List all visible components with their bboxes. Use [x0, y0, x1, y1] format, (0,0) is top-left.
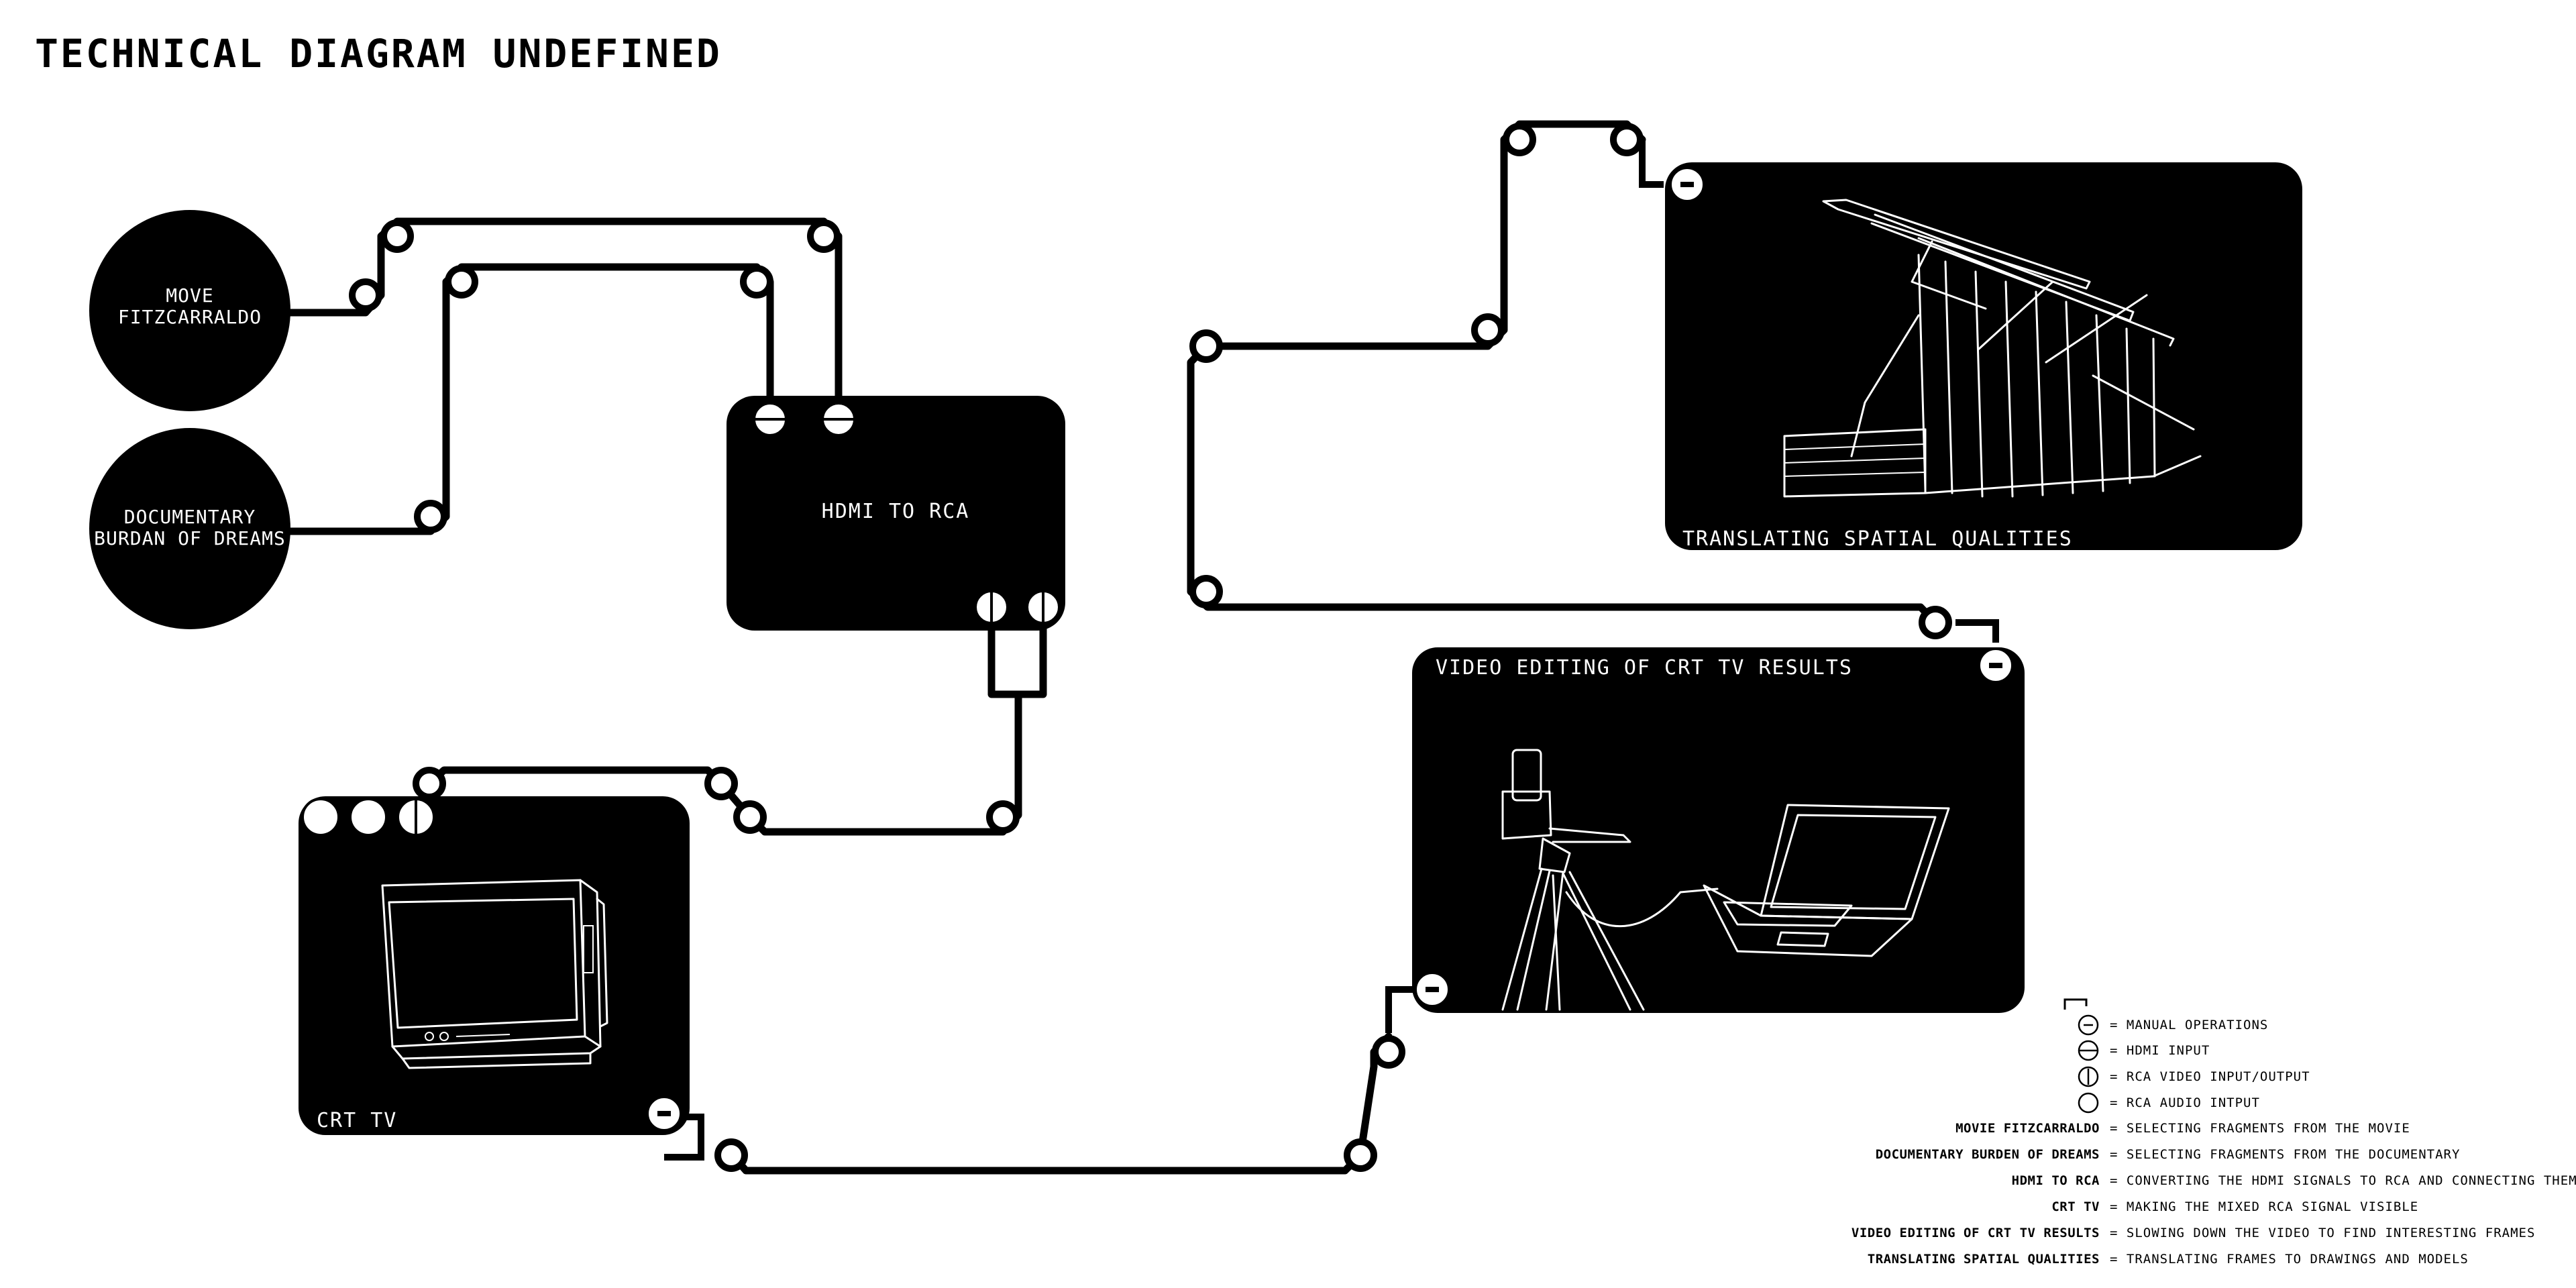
legend-key: HDMI TO RCA: [2012, 1173, 2100, 1188]
hdmi-input-icon: [821, 402, 856, 437]
wire-junction-knots: [349, 123, 1952, 1172]
rca-audio-icon: [2078, 1092, 2099, 1114]
wire-movie-to-hdmi: [284, 217, 843, 425]
legend-hdmi-text: = HDMI INPUT: [2110, 1043, 2210, 1058]
wire-crt-to-editing: [727, 1032, 1393, 1175]
node-translating-spatial-qualities: TRANSLATING SPATIAL QUALITIES: [1639, 140, 2302, 551]
svg-text:MOVE: MOVE: [166, 284, 213, 307]
legend-rca-audio-text: = RCA AUDIO INTPUT: [2110, 1095, 2260, 1110]
legend-rca-video-text: = RCA VIDEO INPUT/OUTPUT: [2110, 1069, 2310, 1084]
legend-key: DOCUMENTARY BURDEN OF DREAMS: [1876, 1147, 2100, 1162]
legend-key: MOVIE FITZCARRALDO: [1955, 1121, 2100, 1136]
legend: = MANUAL OPERATIONS = HDMI INPUT = RCA V…: [1851, 998, 2576, 1267]
svg-text:BURDAN OF DREAMS: BURDAN OF DREAMS: [94, 527, 286, 549]
legend-key: VIDEO EDITING OF CRT TV RESULTS: [1851, 1226, 2100, 1240]
legend-definition: = SLOWING DOWN THE VIDEO TO FIND INTERES…: [2110, 1226, 2535, 1240]
rca-video-icon: [2078, 1066, 2099, 1087]
legend-key: CRT TV: [2051, 1199, 2100, 1214]
rca-audio-icon: [349, 798, 388, 837]
rca-video-icon: [1026, 590, 1061, 625]
legend-definition: = CONVERTING THE HDMI SIGNALS TO RCA AND…: [2110, 1173, 2576, 1188]
node-video-editing: VIDEO EDITING OF CRT TV RESULTS: [1385, 619, 2025, 1033]
manual-operation-icon: [2063, 998, 2099, 1036]
manual-operation-icon: [1955, 619, 2014, 684]
rca-audio-icon: [301, 798, 340, 837]
legend-definition: = SELECTING FRAGMENTS FROM THE DOCUMENTA…: [2110, 1147, 2460, 1162]
rca-video-icon: [396, 798, 435, 837]
hdmi-input-icon: [753, 402, 788, 437]
svg-text:DOCUMENTARY: DOCUMENTARY: [124, 506, 256, 528]
svg-text:HDMI TO RCA: HDMI TO RCA: [822, 500, 970, 523]
hdmi-input-icon: [2078, 1040, 2099, 1061]
page-title: TECHNICAL DIAGRAM UNDEFINED: [35, 31, 722, 76]
legend-manual-text: = MANUAL OPERATIONS: [2110, 1018, 2268, 1032]
legend-definition: = SELECTING FRAGMENTS FROM THE MOVIE: [2110, 1121, 2410, 1136]
legend-definition: = TRANSLATING FRAMES TO DRAWINGS AND MOD…: [2110, 1252, 2469, 1267]
tripod-laptop-illustration: [1501, 749, 1950, 1011]
legend-key: TRANSLATING SPATIAL QUALITIES: [1868, 1252, 2100, 1267]
svg-text:TRANSLATING SPATIAL QUALITIES: TRANSLATING SPATIAL QUALITIES: [1682, 527, 2073, 551]
manual-operation-icon: [1385, 971, 1450, 1033]
rca-video-icon: [974, 590, 1009, 625]
svg-text:FITZCARRALDO: FITZCARRALDO: [118, 306, 262, 328]
architecture-model-illustration: [1783, 199, 2202, 498]
manual-operation-icon: [646, 1095, 704, 1161]
node-hdmi-to-rca: HDMI TO RCA: [727, 396, 1065, 631]
legend-definition: = MAKING THE MIXED RCA SIGNAL VISIBLE: [2110, 1199, 2418, 1214]
svg-text:VIDEO EDITING OF CRT TV RESULT: VIDEO EDITING OF CRT TV RESULTS: [1436, 656, 1853, 680]
svg-text:CRT TV: CRT TV: [317, 1109, 397, 1132]
manual-operation-icon: [1639, 140, 1705, 203]
crt-tv-illustration: [381, 879, 608, 1069]
node-documentary: DOCUMENTARY BURDAN OF DREAMS: [89, 428, 290, 629]
node-movie: MOVE FITZCARRALDO: [89, 210, 290, 411]
node-crt-tv: CRT TV: [299, 796, 704, 1161]
wire-editing-to-translating: [1187, 120, 1939, 627]
